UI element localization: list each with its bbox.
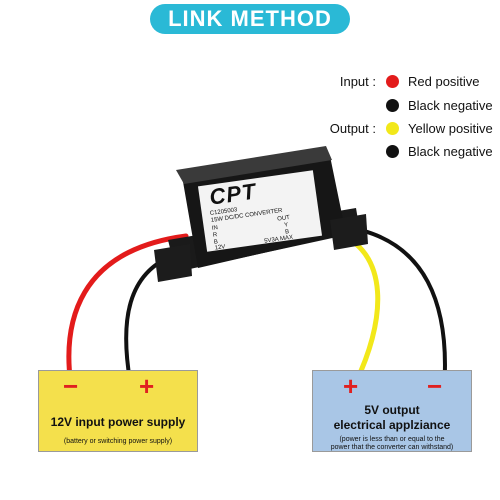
mounting-tab-right [330,214,368,250]
output-box-note-line2: power that the converter can withstand) [330,444,454,451]
legend-label: Red positive [408,74,480,89]
legend-label: Yellow positive [408,121,493,136]
legend-tag: Output : [329,121,376,136]
red-dot-icon [386,75,399,88]
input-power-supply-box: − + 12V input power supply (battery or s… [38,370,198,452]
legend-row-output-positive: Output : Yellow positive [302,119,493,139]
output-box-title-line2: electrical applziance [333,418,451,432]
legend-tag: Input : [339,74,376,89]
mounting-tab-left [154,244,192,282]
output-box-note-line1: (power is less than or equal to the [339,436,445,443]
input-box-note: (battery or switching power supply) [63,438,173,445]
output-black-wire [336,224,447,392]
black-dot-icon [386,99,399,112]
output-appliance-box: + − 5V output electrical applziance (pow… [312,370,472,452]
legend-row-output-negative: Black negative [302,142,493,162]
legend-label: Black negative [408,98,493,113]
output-minus-sign: − [427,371,443,401]
input-minus-sign: − [63,371,79,401]
input-red-wire [66,233,189,395]
input-voltage: 12V [214,244,226,252]
input-plus-sign: + [139,371,155,401]
black-dot-icon [386,145,399,158]
output-yellow-wire [331,229,381,393]
brand-logo: CPT [207,178,258,210]
output-plus-sign: + [343,371,359,401]
input-box-title: 12V input power supply [50,415,186,429]
page-title: LINK METHOD [150,4,350,34]
module-label-panel [197,170,323,252]
yellow-dot-icon [386,122,399,135]
legend-row-input-negative: Black negative [302,96,493,116]
legend-row-input-positive: Input : Red positive [302,72,492,92]
module-top [176,146,332,184]
converter-module [154,146,368,282]
output-box-title-line1: 5V output [364,403,420,417]
legend-label: Black negative [408,144,493,159]
